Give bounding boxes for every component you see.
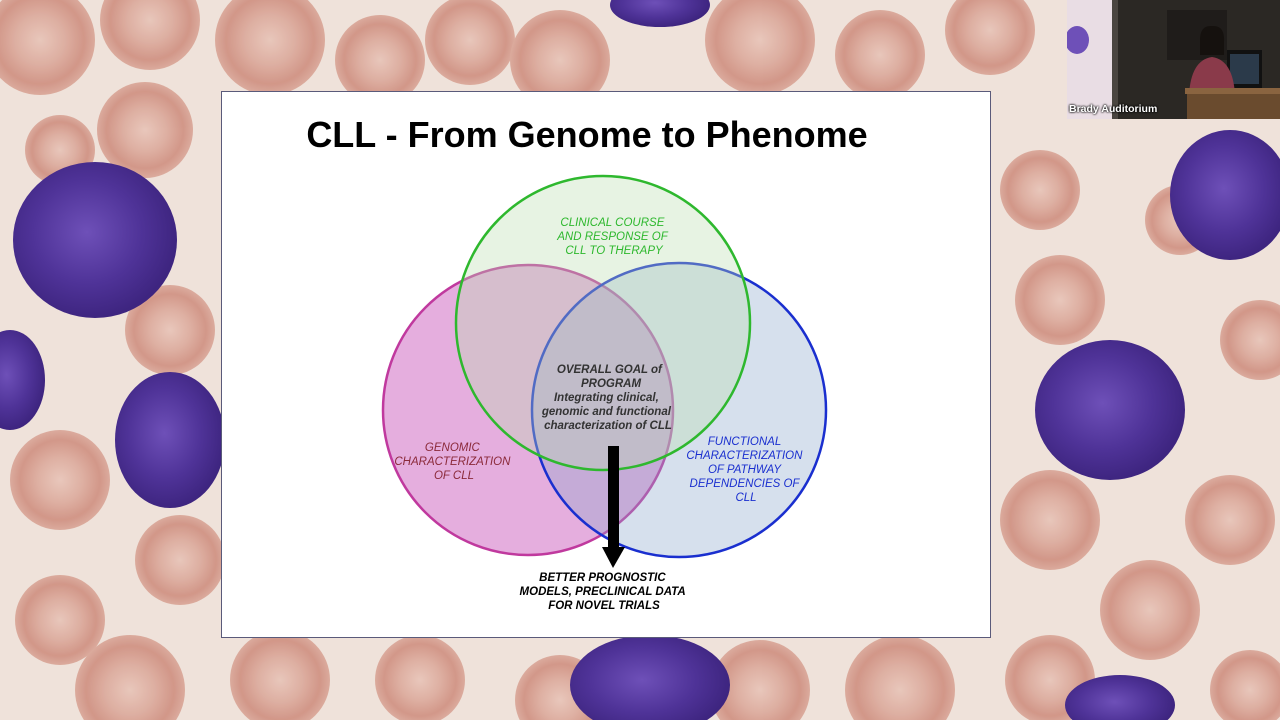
clinical-label-line-3: CLL TO THERAPY: [565, 245, 664, 257]
outcome-arrow-head: [602, 547, 625, 568]
pip-location-label: Brady Auditorium: [1069, 103, 1158, 115]
venn-diagram: CLINICAL COURSE AND RESPONSE OF CLL TO T…: [381, 174, 828, 612]
functional-label-line-1: FUNCTIONAL: [708, 436, 781, 448]
outcome-label: BETTER PROGNOSTIC MODELS, PRECLINICAL DA…: [520, 572, 689, 612]
goal-body-line-2: genomic and functional: [541, 406, 672, 418]
clinical-circle: [454, 174, 752, 472]
outcome-label-line-2: MODELS, PRECLINICAL DATA: [520, 586, 686, 598]
goal-body-line-1: Integrating clinical,: [554, 392, 659, 404]
genomic-label-line-2: CHARACTERIZATION: [394, 456, 511, 468]
functional-circle: [530, 261, 828, 559]
goal-body: Integrating clinical, genomic and functi…: [541, 392, 674, 432]
slide-title: CLL - From Genome to Phenome: [306, 114, 868, 155]
goal-heading: OVERALL GOAL of PROGRAM: [557, 364, 665, 390]
outcome-label-line-3: FOR NOVEL TRIALS: [548, 600, 660, 612]
clinical-label-line-2: AND RESPONSE OF: [556, 231, 669, 243]
genomic-label-line-3: OF CLL: [434, 470, 474, 482]
functional-label-line-4: DEPENDENCIES OF: [690, 478, 801, 490]
genomic-label: GENOMIC CHARACTERIZATION OF CLL: [394, 442, 513, 482]
speaker-video-pip[interactable]: Brady Auditorium: [1067, 0, 1280, 119]
functional-label: FUNCTIONAL CHARACTERIZATION OF PATHWAY D…: [686, 436, 805, 504]
clinical-label-line-1: CLINICAL COURSE: [560, 217, 664, 229]
goal-heading-line-1: OVERALL GOAL of: [557, 364, 663, 376]
clinical-label: CLINICAL COURSE AND RESPONSE OF CLL TO T…: [556, 217, 671, 257]
genomic-label-line-1: GENOMIC: [425, 442, 481, 454]
functional-label-line-3: OF PATHWAY: [708, 464, 782, 476]
outcome-arrow-shaft: [608, 446, 619, 550]
speaker-video-frame: [1067, 0, 1280, 119]
outcome-label-line-1: BETTER PROGNOSTIC: [539, 572, 666, 584]
presentation-slide: CLL - From Genome to Phenome CLINICAL CO…: [221, 91, 991, 638]
goal-heading-line-2: PROGRAM: [581, 378, 641, 390]
goal-body-line-3: characterization of CLL: [544, 420, 672, 432]
functional-label-line-5: CLL: [735, 492, 756, 504]
functional-label-line-2: CHARACTERIZATION: [686, 450, 803, 462]
